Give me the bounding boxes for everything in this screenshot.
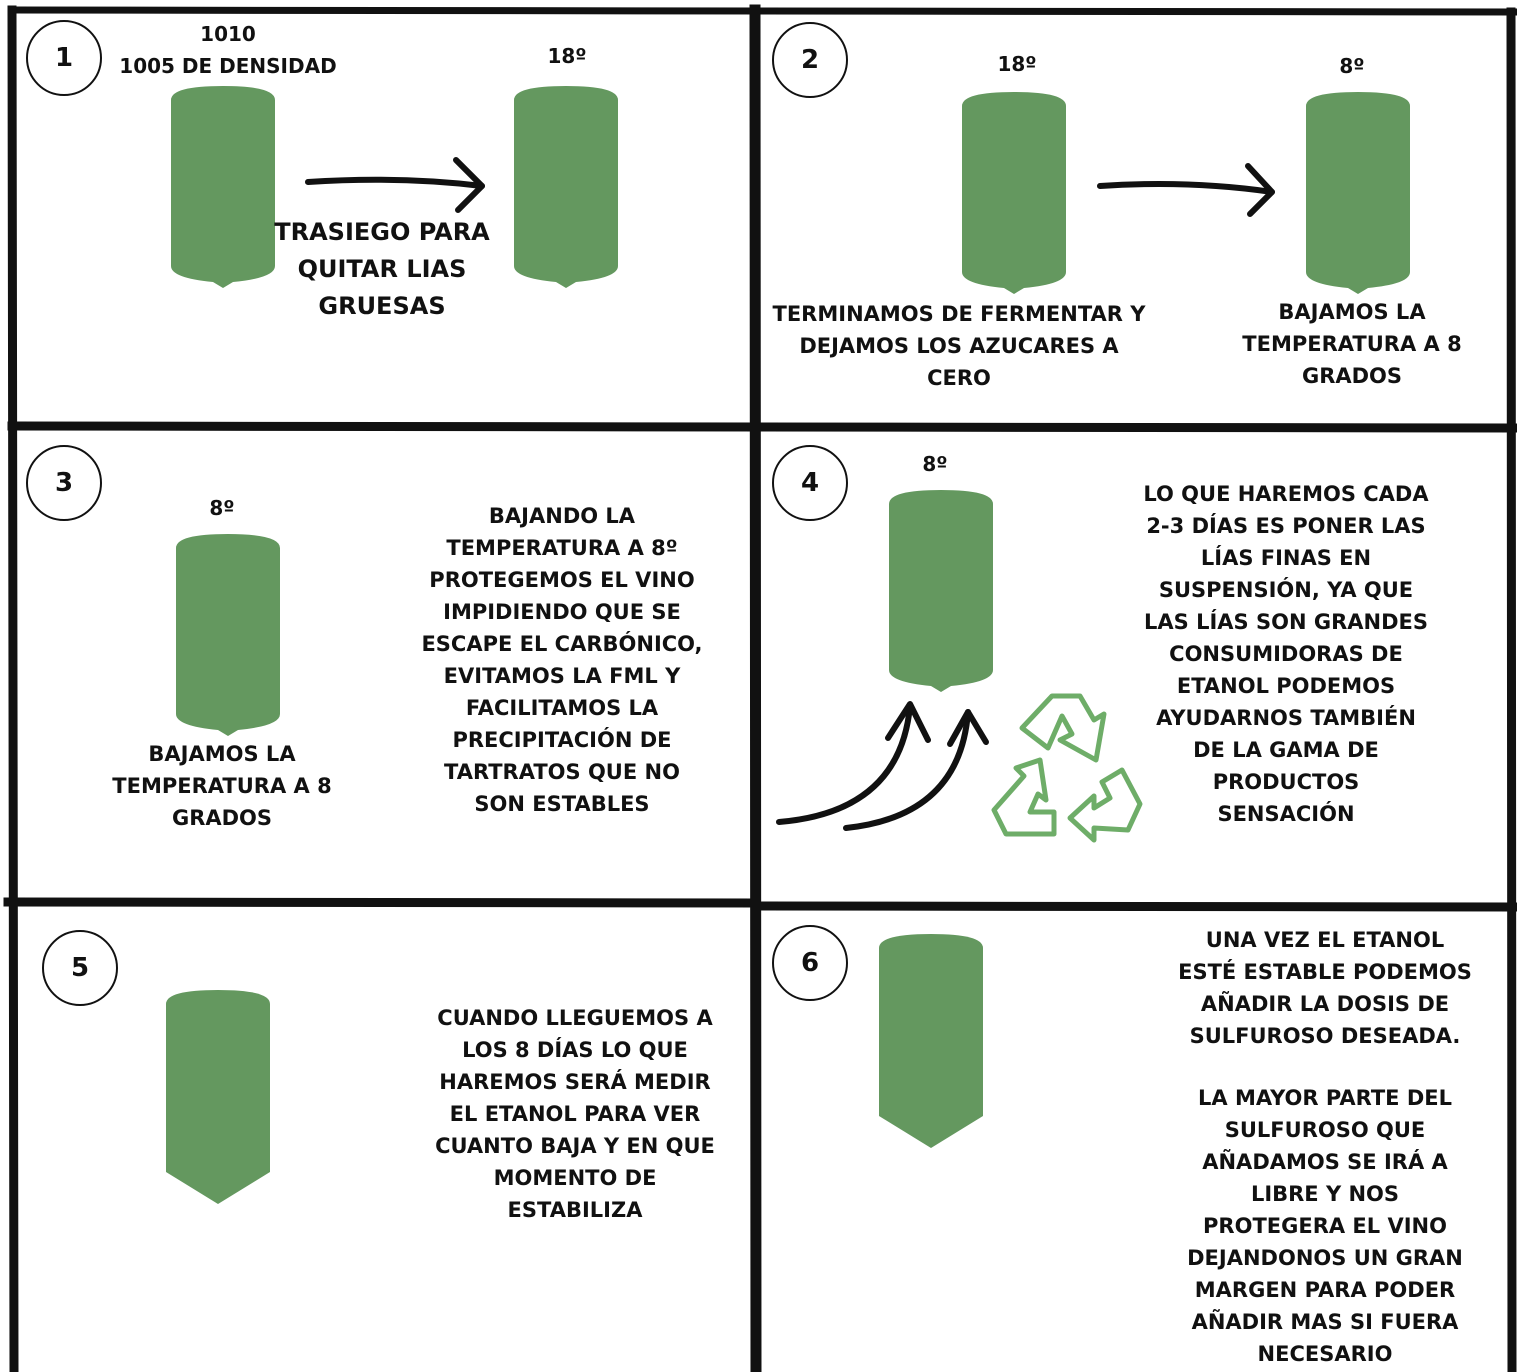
border-row2-right — [751, 901, 1517, 912]
step-number-6: 6 — [772, 925, 848, 1001]
cooling-caption: BAJAMOS LA TEMPERATURA A 8 GRADOS — [1242, 300, 1462, 388]
tank-icon — [171, 86, 275, 288]
step-4-description: LO QUE HAREMOS CADA 2-3 DÍAS ES PONER LA… — [1143, 482, 1429, 826]
border-row2-left — [3, 897, 761, 908]
temperature-label: 8º — [209, 496, 235, 520]
racking-caption: TRASIEGO PARA QUITAR LIAS GRUESAS — [274, 218, 490, 320]
temperature-label: 18º — [997, 52, 1037, 76]
step-number-3: 3 — [26, 445, 102, 521]
arrow-right-icon — [1097, 163, 1275, 217]
border-top — [8, 6, 1517, 16]
tank-icon — [1306, 92, 1410, 294]
border-right — [1506, 7, 1517, 1372]
step-6-description-bottom: LA MAYOR PARTE DEL SULFUROSO QUE AÑADAMO… — [1187, 1086, 1463, 1366]
fermentation-caption: TERMINAMOS DE FERMENTAR Y DEJAMOS LOS AZ… — [772, 302, 1146, 390]
step-5-description: CUANDO LLEGUEMOS A LOS 8 DÍAS LO QUE HAR… — [435, 1006, 715, 1222]
border-left — [7, 5, 19, 1372]
border-center — [749, 4, 762, 1372]
tank-icon — [514, 86, 618, 288]
tank-icon — [166, 990, 270, 1204]
temperature-label: 8º — [922, 452, 948, 476]
step-number-5: 5 — [42, 930, 118, 1006]
step-3-description: BAJANDO LA TEMPERATURA A 8º PROTEGEMOS E… — [421, 504, 703, 816]
cooling-caption: BAJAMOS LA TEMPERATURA A 8 GRADOS — [112, 742, 332, 830]
tank-icon — [889, 490, 993, 692]
tank-icon — [879, 934, 983, 1148]
tank-icon — [176, 534, 280, 736]
recycle-icon — [991, 693, 1143, 843]
step-6-description-top: UNA VEZ EL ETANOL ESTÉ ESTABLE PODEMOS A… — [1178, 928, 1472, 1048]
grid-borders — [3, 4, 1517, 1372]
tank-icon — [962, 92, 1066, 294]
arrow-right-icon — [305, 157, 485, 213]
step-number-2: 2 — [772, 22, 848, 98]
temperature-label: 18º — [547, 44, 587, 68]
density-label: 1010 1005 DE DENSIDAD — [119, 22, 337, 78]
curved-up-arrow-icon — [776, 701, 931, 825]
temperature-label: 8º — [1339, 54, 1365, 78]
curved-up-arrow-icon — [843, 709, 989, 831]
step-number-1: 1 — [26, 20, 102, 96]
step-number-4: 4 — [772, 445, 848, 521]
border-row1 — [7, 421, 1517, 433]
